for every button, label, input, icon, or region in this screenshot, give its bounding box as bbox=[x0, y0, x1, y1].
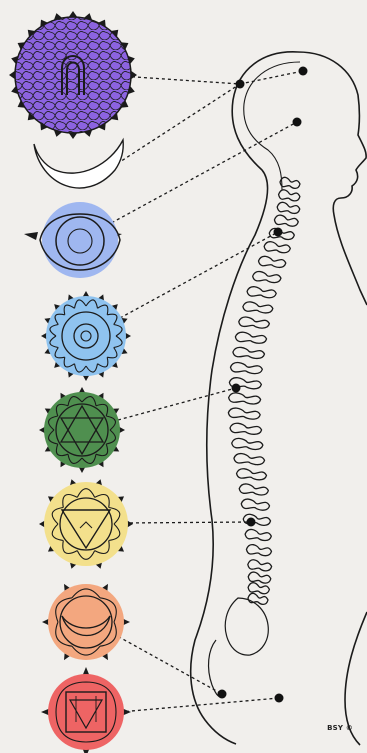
solar-plexus-chakra-symbol bbox=[39, 479, 133, 568]
body-outline-back bbox=[191, 52, 298, 744]
crown-junction-dot bbox=[236, 80, 245, 89]
crown-inner-connector bbox=[240, 71, 303, 84]
crown-connector bbox=[120, 76, 240, 84]
throat-point-dot bbox=[274, 228, 283, 237]
credit-label: BSY © bbox=[327, 724, 353, 732]
body-silhouette bbox=[191, 52, 367, 745]
heart-connector bbox=[118, 388, 236, 420]
solar-plexus-connector bbox=[124, 522, 251, 523]
sacrum-shape bbox=[209, 640, 222, 697]
pelvis-shape bbox=[225, 598, 268, 655]
root-point-dot bbox=[275, 694, 284, 703]
crown-chakra-symbol bbox=[9, 11, 137, 139]
sacral-chakra-symbol bbox=[42, 584, 130, 660]
third-eye-point-dot bbox=[293, 118, 302, 127]
root-chakra-symbol bbox=[41, 667, 131, 753]
third-eye-chakra-symbol bbox=[24, 202, 122, 278]
solar-plexus-point-dot bbox=[247, 518, 256, 527]
moon-crescent-symbol bbox=[34, 140, 123, 188]
heart-chakra-symbol bbox=[39, 387, 125, 473]
throat-chakra-symbol bbox=[41, 291, 131, 381]
connector-dots bbox=[218, 67, 308, 703]
throat-connector bbox=[120, 232, 278, 318]
heart-point-dot bbox=[232, 384, 241, 393]
body-outline-front bbox=[298, 52, 367, 305]
crown-point-dot bbox=[299, 67, 308, 76]
sacral-point-dot bbox=[218, 690, 227, 699]
